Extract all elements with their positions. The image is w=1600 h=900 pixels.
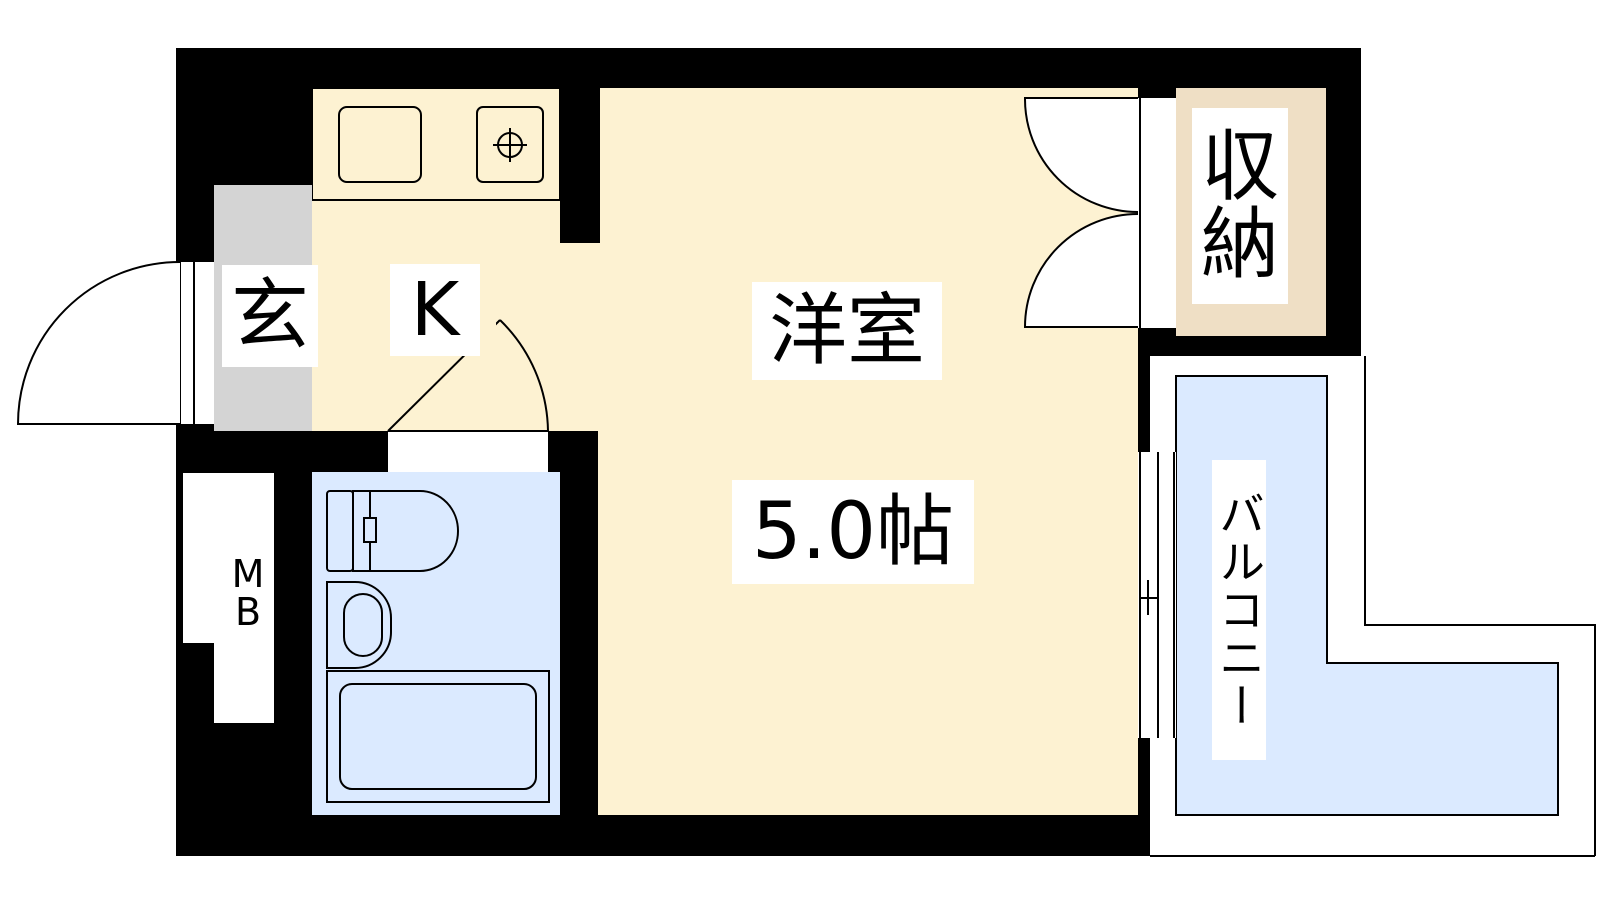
balcony-floor xyxy=(1175,375,1559,816)
western-room-floor xyxy=(598,88,1138,815)
entrance-label: 玄 xyxy=(222,265,318,367)
storage-label: 収納 xyxy=(1192,108,1288,304)
front-door-icon[interactable] xyxy=(16,261,195,425)
storage-door-strip xyxy=(1138,98,1176,328)
kitchen-label: K xyxy=(390,264,480,356)
kitchen-wall-stub xyxy=(560,88,600,243)
bathtub-icon xyxy=(326,670,550,803)
closet-door-icon[interactable] xyxy=(1023,97,1139,328)
western-room-label: 洋室 xyxy=(752,282,942,380)
room-size-label: 5.0帖 xyxy=(732,480,974,584)
stove-icon xyxy=(476,106,544,183)
bathroom-doorway xyxy=(388,431,548,472)
balcony-label: バルコニー xyxy=(1212,460,1266,760)
washbasin-icon xyxy=(326,581,392,669)
toilet-icon xyxy=(326,490,459,572)
kitchen-sink xyxy=(338,106,422,183)
